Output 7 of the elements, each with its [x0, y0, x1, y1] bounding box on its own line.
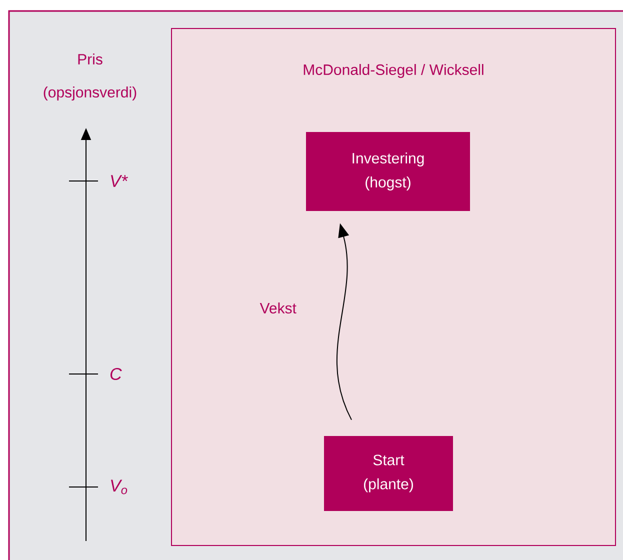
tick-label: V* [111, 175, 128, 187]
stage-box: Start (plante) [324, 436, 453, 511]
edge-label: Vekst [260, 302, 296, 314]
stage-box: Investering (hogst) [306, 132, 470, 211]
axis-title: Pris (opsjonsverdi) [44, 54, 136, 100]
tick-label: C [110, 368, 122, 380]
tick-label: V$_{o}$ [111, 480, 128, 494]
